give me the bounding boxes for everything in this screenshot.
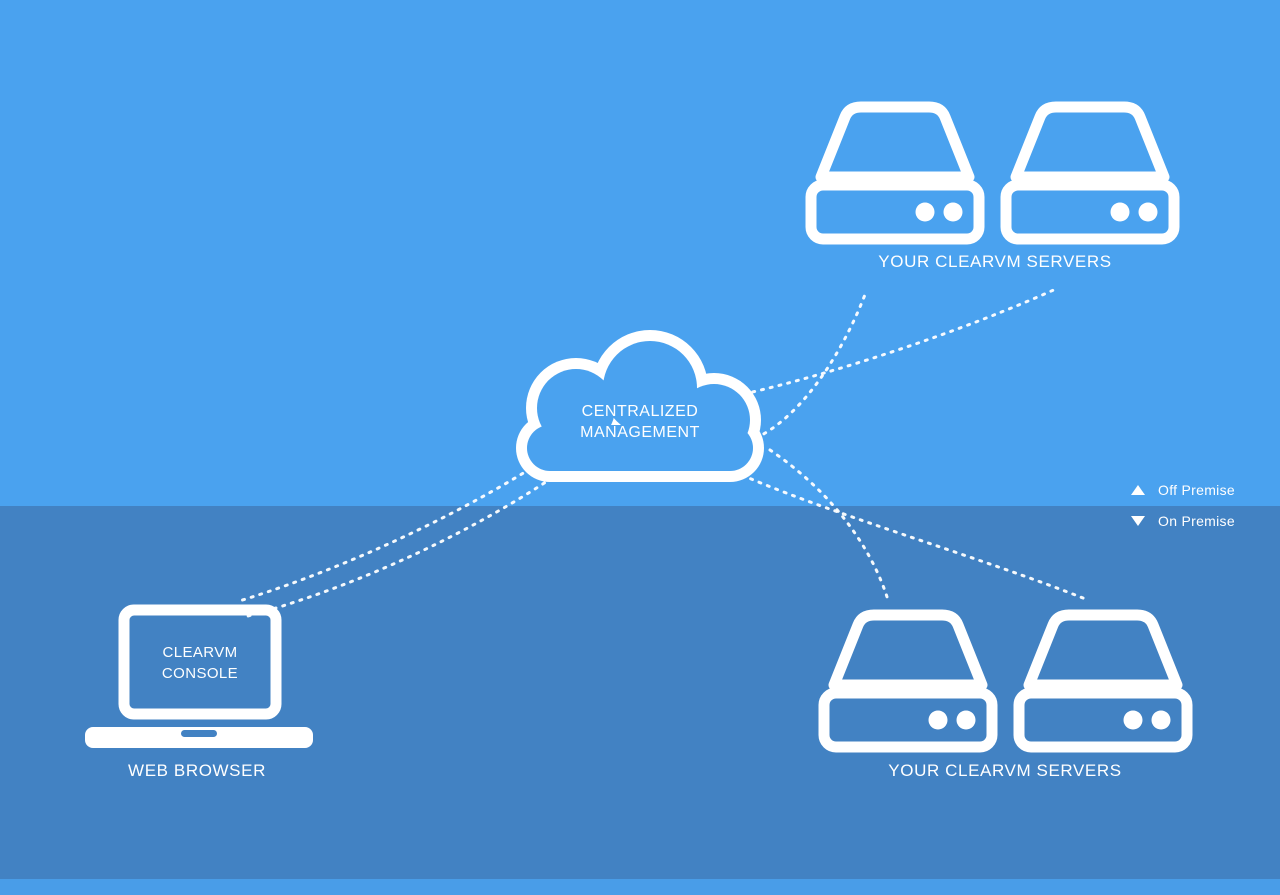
arrow-up-icon: [1131, 485, 1145, 495]
legend-off-premise: Off Premise: [1131, 482, 1235, 498]
connector-cloud-to-bottom-left-server: [768, 448, 890, 602]
legend-off-premise-label: Off Premise: [1158, 482, 1235, 498]
web-browser-label: WEB BROWSER: [128, 761, 266, 780]
top-server-icon-left: [811, 107, 979, 239]
top-server-icon-right: [1006, 107, 1174, 239]
connector-cloud-to-top-left-server: [754, 290, 868, 440]
cloud-label: CENTRALIZED MANAGEMENT: [580, 401, 700, 443]
bottom-server-icon-left: [824, 615, 992, 747]
bottom-server-icon-right: [1019, 615, 1187, 747]
connector-cloud-to-browser-1: [234, 462, 540, 604]
connector-cloud-to-top-right-server: [742, 286, 1060, 396]
bottom-servers-label: YOUR CLEARVM SERVERS: [888, 761, 1122, 780]
cloud-label-line2: MANAGEMENT: [580, 424, 700, 441]
laptop-icon: [85, 604, 313, 748]
cloud-icon: [516, 330, 764, 482]
console-screen-text: CLEARVM CONSOLE: [162, 642, 238, 684]
legend-on-premise: On Premise: [1131, 513, 1235, 529]
connector-cloud-to-bottom-right-server: [724, 466, 1090, 602]
connector-cloud-to-browser-2: [246, 476, 554, 618]
connector-lines: [234, 286, 1090, 618]
footer-strip: [0, 879, 1280, 895]
legend-on-premise-label: On Premise: [1158, 513, 1235, 529]
cloud-label-line1: CENTRALIZED: [581, 403, 699, 420]
arrow-down-icon: [1131, 516, 1145, 526]
console-text-line1: CLEARVM: [162, 644, 238, 661]
console-text-line2: CONSOLE: [161, 665, 239, 682]
top-servers-label: YOUR CLEARVM SERVERS: [878, 252, 1112, 271]
